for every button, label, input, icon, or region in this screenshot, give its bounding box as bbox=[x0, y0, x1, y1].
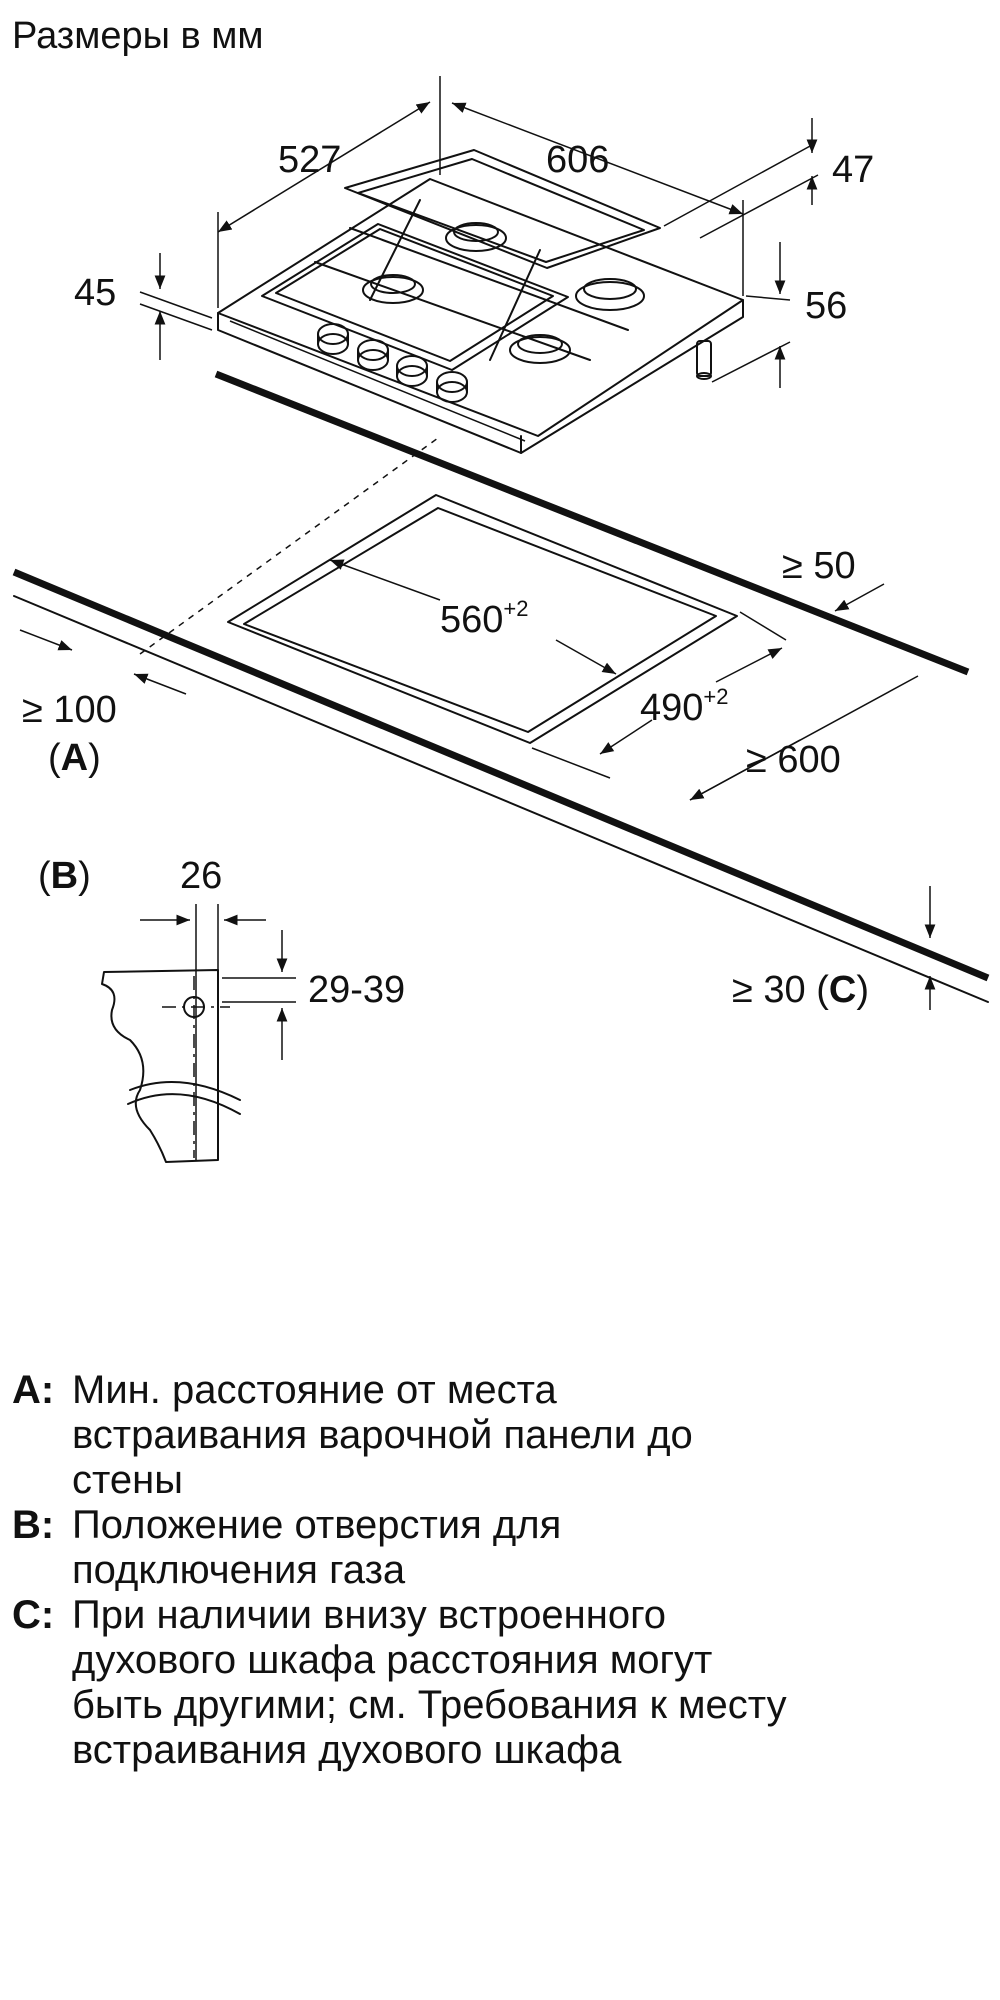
legend-line: Положение отверстия для bbox=[72, 1503, 562, 1547]
legend-key-a: A: bbox=[12, 1368, 55, 1412]
dim-worktop-value: ≥ 30 bbox=[732, 969, 806, 1011]
legend-line: быть другими; см. Требования к месту bbox=[72, 1683, 787, 1727]
legend-key-b: B: bbox=[12, 1503, 55, 1547]
dim-gas-offset: 26 bbox=[180, 855, 222, 897]
legend-key-c: C: bbox=[12, 1593, 55, 1637]
legend-line: стены bbox=[72, 1458, 183, 1502]
legend-text-a: Мин. расстояние от места встраивания вар… bbox=[72, 1368, 972, 1503]
hob-top-plate bbox=[217, 178, 744, 437]
legend-line: встраивания духового шкафа bbox=[72, 1728, 622, 1772]
dim-back-clearance: ≥ 50 bbox=[782, 545, 856, 587]
burners bbox=[362, 222, 645, 364]
label-a-key: A bbox=[61, 737, 88, 779]
dim-cutout-width-tol: +2 bbox=[503, 596, 528, 621]
legend-line: Мин. расстояние от места bbox=[72, 1368, 557, 1412]
cutout-dimensions: 560+2 490+2 ≥ 50 ≥ 600 ≥ 100 (A) ≥ 30 (C… bbox=[19, 545, 936, 1011]
dim-cutout-depth: 490+2 bbox=[640, 684, 729, 729]
legend-item-c: C: При наличии внизу встроенного духовог… bbox=[12, 1593, 972, 1773]
legend-line: встраивания варочной панели до bbox=[72, 1413, 693, 1457]
detail-b: (B) 26 29-39 bbox=[38, 855, 405, 1163]
dim-hob-width: 606 bbox=[546, 139, 609, 181]
dim-cutout-depth-tol: +2 bbox=[703, 684, 728, 709]
hob-front-edge bbox=[217, 312, 522, 454]
legend: A: Мин. расстояние от места встраивания … bbox=[12, 1368, 972, 1773]
dim-hob-depth: 527 bbox=[278, 139, 341, 181]
pan-supports bbox=[261, 149, 661, 371]
label-c-key: C bbox=[829, 969, 856, 1011]
legend-item-b: B: Положение отверстия для подключения г… bbox=[12, 1503, 972, 1593]
installation-diagram: Размеры в мм bbox=[12, 15, 990, 1163]
hob-feet bbox=[696, 340, 712, 380]
legend-line: При наличии внизу встроенного bbox=[72, 1593, 667, 1637]
legend-line: духового шкафа расстояния могут bbox=[72, 1638, 713, 1682]
legend-text-b: Положение отверстия для подключения газа bbox=[72, 1503, 972, 1593]
dim-cutout-width-value: 560 bbox=[440, 599, 503, 641]
cutout bbox=[227, 494, 738, 744]
dim-hob-height-right: 47 bbox=[832, 149, 874, 191]
worktop bbox=[12, 370, 990, 1003]
dim-side-clearance: ≥ 100 bbox=[22, 689, 117, 731]
dim-hob-leg-height: 56 bbox=[805, 285, 847, 327]
dim-front-clearance: ≥ 600 bbox=[746, 739, 841, 781]
dim-worktop-thickness: ≥ 30 (C) bbox=[732, 969, 869, 1011]
page-title: Размеры в мм bbox=[12, 15, 263, 57]
legend-item-a: A: Мин. расстояние от места встраивания … bbox=[12, 1368, 972, 1503]
label-b-key: B bbox=[51, 855, 78, 897]
dim-hob-height-left: 45 bbox=[74, 272, 116, 314]
legend-line: подключения газа bbox=[72, 1548, 406, 1592]
legend-text-c: При наличии внизу встроенного духового ш… bbox=[72, 1593, 972, 1773]
label-b: (B) bbox=[38, 855, 91, 897]
dim-cutout-depth-value: 490 bbox=[640, 687, 703, 729]
hob-drawing bbox=[217, 149, 744, 454]
label-a: (A) bbox=[48, 737, 101, 779]
hob-dimensions: 527 606 47 45 56 bbox=[74, 76, 874, 388]
hob-right-edge bbox=[520, 299, 744, 454]
control-knobs bbox=[317, 323, 468, 403]
dim-gas-height: 29-39 bbox=[308, 969, 405, 1011]
dim-cutout-width: 560+2 bbox=[440, 596, 529, 641]
